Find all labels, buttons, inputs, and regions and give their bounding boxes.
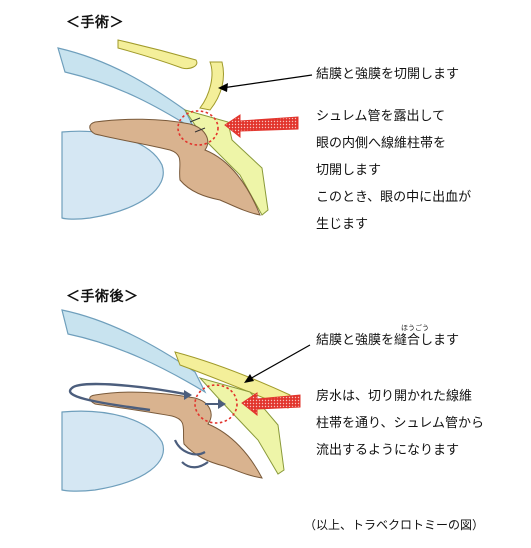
cornea-after xyxy=(61,309,207,394)
after-notes: 房水は、切り開かれた線維 柱帯を通り、シュレム管から 流出するようになります xyxy=(316,383,484,464)
conjunctiva-flap-before xyxy=(117,39,198,69)
label-arrow-before xyxy=(221,74,313,89)
before-note-line: このとき、眼の中に出血が xyxy=(316,190,472,205)
before-heading: ＜手術＞ xyxy=(66,15,124,31)
suture-ruby: ほうごう xyxy=(401,324,429,332)
lens-after xyxy=(61,410,164,492)
label-arrow-after xyxy=(247,344,311,381)
after-note-line: 流出するようになります xyxy=(316,443,460,458)
schlemm-highlight-circle-before xyxy=(177,110,219,146)
after-eye-illustration xyxy=(61,309,311,492)
red-arrow-after xyxy=(241,392,301,417)
after-note-line: 房水は、切り開かれた線維 xyxy=(316,389,473,404)
after-heading: ＜手術後＞ xyxy=(66,289,139,305)
before-label-open: 結膜と強膜を切開します xyxy=(316,67,460,82)
before-note-line: シュレム管を露出して xyxy=(316,109,446,124)
after-note-line: 柱帯を通り、シュレム管から xyxy=(316,416,484,431)
before-note-line: 眼の内側へ線維柱帯を xyxy=(316,136,447,151)
iris-after xyxy=(89,391,263,479)
after-label-suture: 結膜と強膜を縫合します xyxy=(316,333,460,348)
before-notes: シュレム管を露出して 眼の内側へ線維柱帯を 切開します このとき、眼の中に出血が… xyxy=(316,103,471,238)
before-eye-illustration xyxy=(57,39,313,220)
before-note-line: 生じます xyxy=(316,217,369,232)
figure-caption: （以上、トラベクロトミーの図） xyxy=(304,518,485,532)
aqueous-flow-arrow xyxy=(69,382,191,412)
before-note-line: 切開します xyxy=(316,163,382,178)
iris-before xyxy=(89,118,261,216)
red-arrow-before xyxy=(224,114,299,139)
schlemm-highlight-circle-after xyxy=(194,384,238,424)
scleral-flap-before xyxy=(199,61,224,111)
